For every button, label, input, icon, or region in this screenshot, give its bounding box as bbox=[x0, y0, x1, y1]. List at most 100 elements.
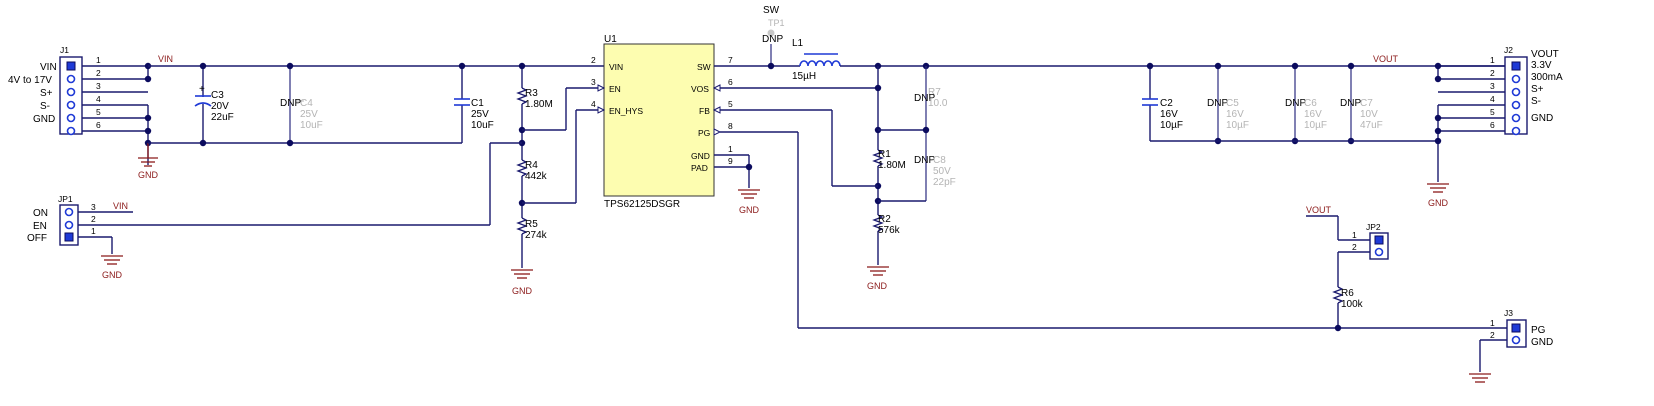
c4-dnp: DNP bbox=[280, 98, 301, 109]
j1-pin1-square bbox=[66, 61, 76, 71]
junction-dot bbox=[874, 84, 882, 92]
r4-value: 442k bbox=[525, 171, 548, 182]
j1-pinnum-3: 3 bbox=[96, 81, 101, 91]
c8-dnp: DNP bbox=[914, 155, 935, 166]
u1-pinnum-7: 7 bbox=[728, 55, 733, 65]
u1-pin-sw: SW bbox=[697, 62, 711, 72]
c6-voltage: 16V bbox=[1304, 109, 1322, 120]
junction-dot bbox=[458, 62, 466, 70]
j1-pinnum-1: 1 bbox=[96, 55, 101, 65]
jp1-pinnum-2: 2 bbox=[91, 214, 96, 224]
u1-pg-output-arrow bbox=[713, 128, 722, 136]
u1-pinnum-5: 5 bbox=[728, 99, 733, 109]
c6-value: 10µF bbox=[1304, 120, 1327, 131]
c2-value: 10µF bbox=[1160, 120, 1183, 131]
r5-value: 274k bbox=[525, 230, 548, 241]
junction-dot bbox=[144, 127, 152, 135]
inductor-l1 bbox=[799, 53, 841, 67]
j1-pinnum-5: 5 bbox=[96, 107, 101, 117]
junction-dot bbox=[745, 163, 753, 171]
ic-u1: U1 TPS62125DSGR VIN EN EN_HYS 2 3 4 SW V… bbox=[591, 34, 733, 210]
u1-part: TPS62125DSGR bbox=[604, 199, 680, 210]
r3-ref: R3 bbox=[525, 88, 538, 99]
r7-value: 10.0 bbox=[928, 98, 948, 109]
connector-j3: J3 1 2 PG GND bbox=[1490, 308, 1553, 348]
c7-voltage: 10V bbox=[1360, 109, 1378, 120]
c6-dnp: DNP bbox=[1285, 98, 1306, 109]
j2-pin3-circle bbox=[1511, 87, 1521, 97]
jp2-pin1-square bbox=[1374, 235, 1384, 245]
junction-dot bbox=[1291, 62, 1299, 70]
u1-pinnum-4: 4 bbox=[591, 99, 596, 109]
tp1-testpoint bbox=[767, 29, 775, 37]
connector-j1: J1 1 2 3 4 5 6 VIN 4V to 17V S+ S- GND bbox=[8, 45, 101, 136]
resistor-r3 bbox=[516, 87, 528, 105]
u1-body bbox=[603, 43, 715, 197]
u1-pin-en-hys: EN_HYS bbox=[609, 106, 643, 116]
c7-dnp: DNP bbox=[1340, 98, 1361, 109]
j1-label-splus: S+ bbox=[40, 88, 53, 99]
c8-value: 22pF bbox=[933, 177, 956, 188]
u1-pinnum-6: 6 bbox=[728, 77, 733, 87]
jp2-pin2-circle bbox=[1374, 247, 1384, 257]
gnd-symbol-j1: GND bbox=[138, 143, 159, 180]
r5-ref: R5 bbox=[525, 219, 538, 230]
c3-value: 22uF bbox=[211, 112, 234, 123]
c3-voltage: 20V bbox=[211, 101, 229, 112]
net-label-vin-jp1: VIN bbox=[113, 201, 128, 211]
j1-pin2-circle bbox=[66, 74, 76, 84]
junction-dot bbox=[1434, 75, 1442, 83]
junction-dot bbox=[199, 62, 207, 70]
r2-value: 576k bbox=[878, 225, 901, 236]
jp1-label-off: OFF bbox=[27, 233, 47, 244]
r1-value: 1.80M bbox=[878, 160, 906, 171]
junction-dot bbox=[144, 114, 152, 122]
gnd-label: GND bbox=[138, 170, 159, 180]
l1-ref: L1 bbox=[792, 38, 804, 49]
jp1-pin1-square bbox=[64, 232, 74, 242]
junction-dot bbox=[1434, 62, 1442, 70]
capacitor-c2 bbox=[1142, 98, 1158, 106]
j2-pin1-square bbox=[1511, 61, 1521, 71]
jp1-label-en: EN bbox=[33, 221, 47, 232]
j3-pin2-circle bbox=[1511, 335, 1521, 345]
capacitor-c3: + bbox=[194, 84, 212, 107]
gnd-symbol-r5: GND bbox=[511, 269, 533, 296]
j1-label-sminus: S- bbox=[40, 101, 50, 112]
j1-pinnum-4: 4 bbox=[96, 94, 101, 104]
j1-label-vin: VIN bbox=[40, 62, 57, 73]
u1-pin-gnd: GND bbox=[691, 151, 710, 161]
j1-ref: J1 bbox=[60, 45, 69, 55]
c1-voltage: 25V bbox=[471, 109, 489, 120]
j1-pin4-circle bbox=[66, 100, 76, 110]
j2-pin5-circle bbox=[1511, 113, 1521, 123]
gnd-label: GND bbox=[1428, 198, 1449, 208]
junction-dot bbox=[1434, 114, 1442, 122]
resistor-r2 bbox=[872, 214, 884, 232]
u1-pin-vin: VIN bbox=[609, 62, 623, 72]
c4-voltage: 25V bbox=[300, 109, 318, 120]
junction-dot bbox=[1146, 62, 1154, 70]
j2-pin2-circle bbox=[1511, 74, 1521, 84]
resistor-r5 bbox=[516, 217, 528, 235]
u1-pin-pad: PAD bbox=[691, 163, 708, 173]
j1-label-gnd: GND bbox=[33, 114, 55, 125]
junction-dot bbox=[1434, 127, 1442, 135]
capacitor-c1 bbox=[454, 98, 470, 106]
junction-dot bbox=[518, 62, 526, 70]
j2-label-gnd: GND bbox=[1531, 113, 1553, 124]
c4-ref: C4 bbox=[300, 98, 313, 109]
c7-ref: C7 bbox=[1360, 98, 1373, 109]
j2-pinnum-5: 5 bbox=[1490, 107, 1495, 117]
j2-pin4-circle bbox=[1511, 100, 1521, 110]
c1-ref: C1 bbox=[471, 98, 484, 109]
c2-voltage: 16V bbox=[1160, 109, 1178, 120]
junction-dot bbox=[286, 62, 294, 70]
jp1-pin2-circle bbox=[64, 220, 74, 230]
j2-label-splus: S+ bbox=[1531, 84, 1544, 95]
u1-fb-input-arrow bbox=[712, 106, 721, 114]
u1-pin-fb: FB bbox=[699, 106, 710, 116]
gnd-symbol-j3 bbox=[1469, 373, 1491, 383]
resistor-r6 bbox=[1332, 286, 1344, 304]
